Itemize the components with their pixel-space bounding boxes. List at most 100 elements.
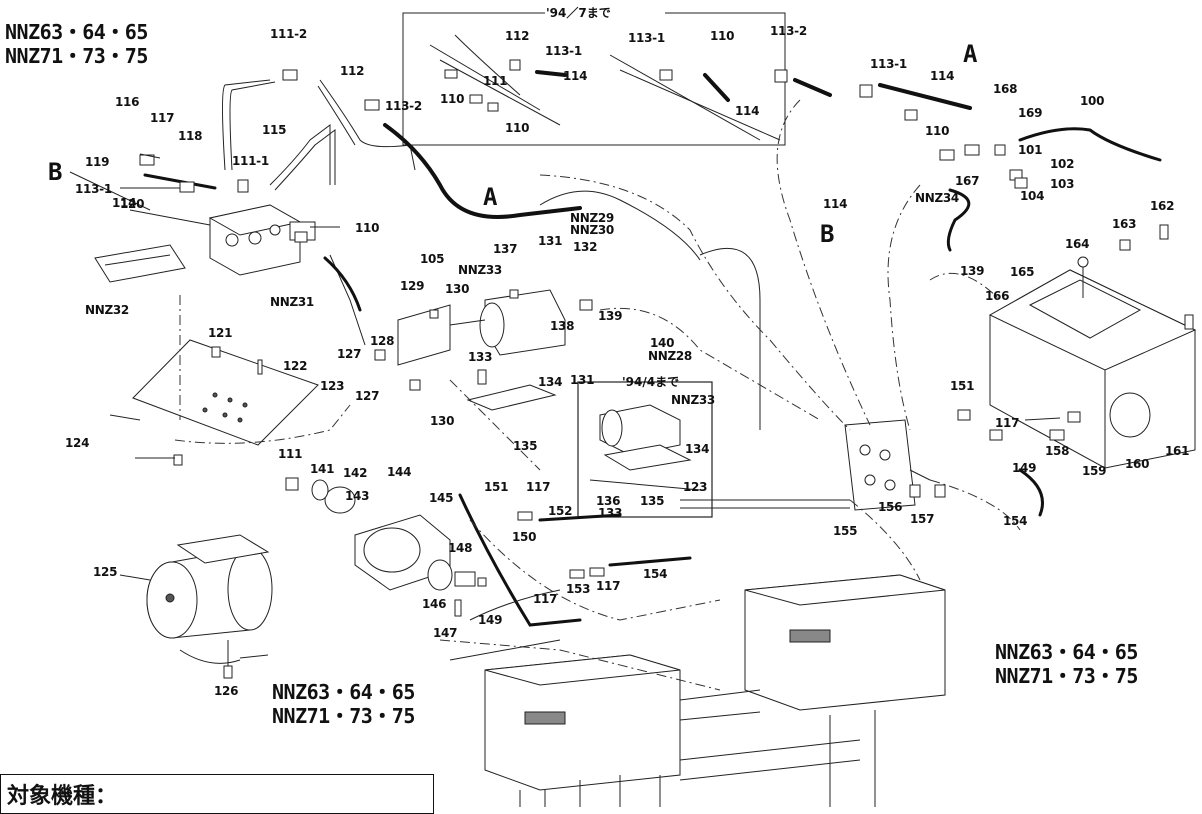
- part-label: 112: [505, 29, 530, 43]
- part-label: 145: [429, 491, 454, 505]
- part-label: 141: [310, 462, 335, 476]
- oil-tank: [988, 256, 1197, 469]
- part-label: 117: [533, 592, 558, 606]
- part-label: 130: [445, 282, 470, 296]
- part-label: 105: [420, 252, 445, 266]
- part-label: 152: [548, 504, 573, 518]
- part-label: 156: [878, 500, 903, 514]
- part-label: 116: [115, 95, 140, 109]
- part-label: NNZ34: [915, 191, 959, 205]
- part-label: 131: [538, 234, 563, 248]
- part-label: 126: [214, 684, 239, 698]
- part-label: 155: [833, 524, 858, 538]
- part-label: 133: [468, 350, 493, 364]
- part-label: 143: [345, 489, 370, 503]
- top-left-pipes: [143, 79, 582, 219]
- part-label: 111: [278, 447, 303, 461]
- part-label: 132: [573, 240, 598, 254]
- part-label: 114: [930, 69, 955, 83]
- part-label: 127: [355, 389, 380, 403]
- part-label: NNZ30: [570, 223, 614, 237]
- inset-94-7: [402, 12, 786, 146]
- part-label: 165: [1010, 265, 1035, 279]
- part-label: 146: [422, 597, 447, 611]
- part-label: 110: [505, 121, 530, 135]
- model-line-1: NNZ63・64・65: [5, 20, 148, 44]
- base-plate: [132, 339, 319, 446]
- part-label: 117: [995, 416, 1020, 430]
- fittings: [139, 69, 1169, 679]
- section-letter-a: A: [483, 183, 498, 211]
- part-label: 127: [337, 347, 362, 361]
- part-label: 114: [823, 197, 848, 211]
- part-label: 122: [283, 359, 308, 373]
- part-label: 120: [120, 197, 145, 211]
- part-label: 114: [112, 196, 137, 210]
- part-label: 163: [1112, 217, 1137, 231]
- part-label: 135: [513, 439, 538, 453]
- manifold-block: [844, 419, 916, 511]
- part-label: 135: [640, 494, 665, 508]
- model-group-bottom-right: NNZ63・64・65 NNZ71・73・75: [995, 640, 1138, 688]
- part-label: 139: [598, 309, 623, 323]
- part-label: NNZ33: [671, 393, 715, 407]
- model-line-2: NNZ71・73・75: [272, 704, 415, 728]
- part-label: 113-1: [628, 31, 665, 45]
- part-label: 110: [710, 29, 735, 43]
- model-group-top-left: NNZ63・64・65 NNZ71・73・75: [5, 20, 148, 68]
- part-label: 124: [65, 436, 90, 450]
- inset-note-94-4: '94/4まで: [622, 375, 680, 389]
- part-label: 110: [925, 124, 950, 138]
- section-letter-b: B: [820, 220, 835, 248]
- part-label: NNZ31: [270, 295, 314, 309]
- part-label: 169: [1018, 106, 1043, 120]
- valve-assembly: [94, 204, 316, 283]
- part-label: 168: [993, 82, 1018, 96]
- part-label: 113-1: [870, 57, 907, 71]
- part-label: 123: [683, 480, 708, 494]
- part-label: 151: [950, 379, 975, 393]
- part-label: 142: [343, 466, 368, 480]
- part-label: 117: [526, 480, 551, 494]
- part-label: 100: [1080, 94, 1105, 108]
- part-label: 133: [598, 506, 623, 520]
- part-label: 128: [370, 334, 395, 348]
- part-label: 117: [150, 111, 175, 125]
- part-label: 161: [1165, 444, 1190, 458]
- part-label: 102: [1050, 157, 1075, 171]
- part-label: 115: [262, 123, 287, 137]
- frame-boxes: [484, 574, 946, 807]
- part-label: 131: [570, 373, 595, 387]
- part-label: 110: [355, 221, 380, 235]
- part-label: 159: [1082, 464, 1107, 478]
- part-label: 112: [340, 64, 365, 78]
- part-label: 157: [910, 512, 935, 526]
- part-label: 149: [1012, 461, 1037, 475]
- part-label: NNZ32: [85, 303, 129, 317]
- part-label: 136: [596, 494, 621, 508]
- section-letter-a: A: [963, 40, 978, 68]
- motor: [146, 534, 273, 670]
- part-label: 121: [208, 326, 233, 340]
- part-label: 113-2: [385, 99, 422, 113]
- part-label: 154: [1003, 514, 1028, 528]
- inset-note-94-7: '94／7まで: [546, 6, 611, 20]
- model-group-bottom-center: NNZ63・64・65 NNZ71・73・75: [272, 680, 415, 728]
- part-label: 113-1: [545, 44, 582, 58]
- model-line-2: NNZ71・73・75: [995, 664, 1138, 688]
- hoses: [174, 78, 1162, 691]
- part-label: 148: [448, 541, 473, 555]
- part-label: 110: [440, 92, 465, 106]
- part-label: 144: [387, 465, 412, 479]
- part-label: 162: [1150, 199, 1175, 213]
- part-label: 103: [1050, 177, 1075, 191]
- part-label: NNZ33: [458, 263, 502, 277]
- part-label: 113-2: [770, 24, 807, 38]
- target-models-box: 対象機種：: [0, 774, 434, 814]
- part-label: 129: [400, 279, 425, 293]
- part-label: 139: [960, 264, 985, 278]
- part-label: 140: [650, 336, 675, 350]
- part-label: 118: [178, 129, 203, 143]
- part-label: 111-1: [232, 154, 269, 168]
